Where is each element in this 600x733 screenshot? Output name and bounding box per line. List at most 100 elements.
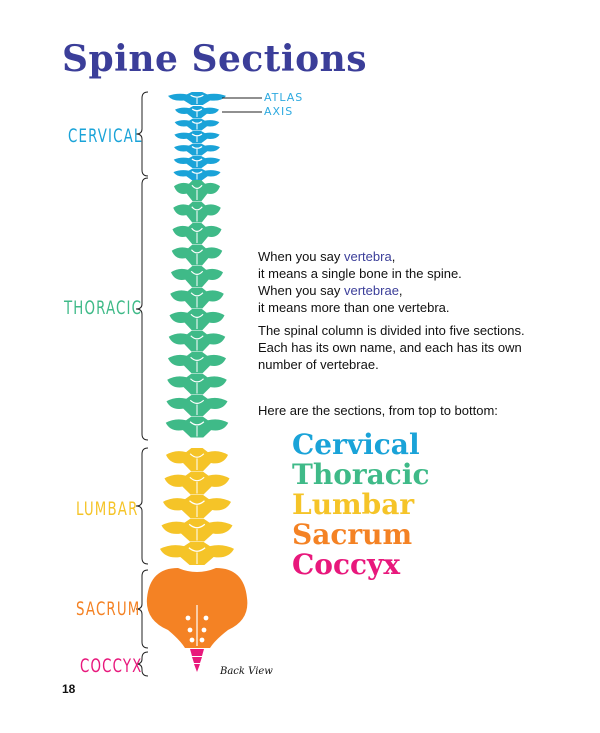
vertebra [166, 395, 228, 416]
vertebra-detail [188, 523, 206, 529]
region-label-cervical: CERVICAL [68, 125, 143, 147]
list-intro: Here are the sections, from top to botto… [258, 403, 498, 418]
page-title: Spine Sections [62, 38, 368, 80]
vertebra-detail [190, 270, 204, 275]
vertebra [170, 287, 224, 309]
sacral-foramen [199, 637, 205, 643]
coccyx-bone [190, 649, 204, 672]
region-label-coccyx: COCCYX [80, 655, 143, 677]
vertebra-detail [191, 133, 203, 137]
vertebra [165, 416, 229, 438]
intro-line-1: When you say vertebra, [258, 248, 462, 265]
bracket [135, 447, 149, 565]
vertebra [172, 223, 222, 244]
term-vertebra: vertebra [344, 249, 392, 264]
region-label-lumbar: LUMBAR [76, 498, 139, 520]
section-lumbar: Lumbar [292, 488, 415, 521]
vertebra [161, 518, 233, 542]
vertebra [171, 244, 223, 266]
atlas-label: ATLAS [264, 91, 304, 104]
vertebra [167, 373, 227, 395]
vertebra-detail [190, 335, 204, 340]
vertebra [171, 266, 223, 287]
intro-comma: , [398, 283, 403, 298]
vertebra-detail [191, 108, 203, 112]
section-cervical: Cervical [292, 428, 420, 461]
vertebra-detail [190, 313, 204, 318]
bracket [135, 569, 149, 649]
vertebra [173, 156, 221, 168]
page-number: 18 [62, 682, 76, 696]
vertebra [174, 131, 220, 143]
description-line-3: number of vertebrae. [258, 357, 379, 372]
intro-line-2: it means a single bone in the spine. [258, 266, 462, 281]
intro-paragraph: When you say vertebra, it means a single… [258, 248, 462, 316]
section-thoracic: Thoracic [292, 458, 430, 491]
vertebra [174, 180, 220, 201]
vertebra-detail [189, 421, 205, 426]
region-brackets [135, 91, 149, 677]
region-label-sacrum: SACRUM [76, 598, 141, 620]
bracket [135, 177, 149, 441]
vertebra [166, 448, 228, 471]
term-vertebrae: vertebrae [344, 283, 399, 298]
sacral-foramen [185, 615, 191, 621]
vertebra [174, 143, 220, 156]
sacral-foramen [189, 637, 195, 643]
vertebra-detail [191, 184, 203, 189]
description-line-2: Each has its own name, and each has its … [258, 340, 522, 355]
vertebra-detail [190, 378, 204, 383]
vertebra-detail [191, 227, 203, 232]
section-list: Cervical Thoracic Lumbar Sacrum Coccyx [292, 430, 430, 580]
intro-comma: , [391, 249, 396, 264]
back-view-caption: Back View [220, 666, 273, 677]
bracket [135, 651, 149, 677]
vertebra [168, 330, 226, 352]
vertebra [160, 542, 234, 565]
description-line-1: The spinal column is divided into five s… [258, 323, 525, 338]
section-coccyx: Coccyx [292, 548, 401, 581]
vertebra-detail [188, 547, 206, 552]
vertebra-detail [190, 356, 204, 361]
vertebra [174, 118, 220, 131]
vertebra-detail [191, 145, 203, 149]
intro-line-3: When you say vertebrae, [258, 282, 462, 299]
intro-text: When you say [258, 283, 344, 298]
vertebra-detail [189, 453, 205, 458]
coccyx-segment [194, 664, 200, 672]
vertebra [173, 168, 221, 181]
vertebra-detail [190, 94, 204, 98]
vertebra [168, 92, 226, 105]
vertebra-detail [189, 500, 205, 505]
region-label-thoracic: THORACIC [64, 297, 143, 319]
vertebra [173, 201, 221, 223]
coccyx-segment [190, 649, 204, 656]
vertebra-detail [191, 121, 203, 124]
vertebra-detail [190, 249, 204, 254]
sacral-foramen [203, 615, 209, 621]
coccyx-segment [192, 657, 202, 663]
bracket [135, 91, 149, 177]
vertebra [175, 106, 219, 118]
vertebra [168, 352, 226, 373]
vertebra-detail [190, 292, 204, 297]
sacral-foramen [187, 627, 193, 633]
section-sacrum: Sacrum [292, 518, 413, 551]
vertebra-detail [189, 399, 205, 404]
atlas-axis-leaders [222, 97, 262, 113]
sacral-foramen [201, 627, 207, 633]
vertebra [164, 471, 230, 495]
sacrum-bone [146, 568, 248, 648]
vertebra [163, 495, 231, 518]
vertebra-detail [191, 206, 203, 211]
axis-label: AXIS [264, 105, 294, 118]
vertebrae-column [160, 92, 234, 565]
intro-line-4: it means more than one vertebra. [258, 300, 450, 315]
description-paragraph: The spinal column is divided into five s… [258, 322, 525, 373]
intro-text: When you say [258, 249, 344, 264]
vertebra [169, 309, 225, 330]
vertebra-detail [191, 158, 203, 162]
vertebra-detail [191, 170, 203, 174]
vertebra-detail [189, 476, 205, 482]
